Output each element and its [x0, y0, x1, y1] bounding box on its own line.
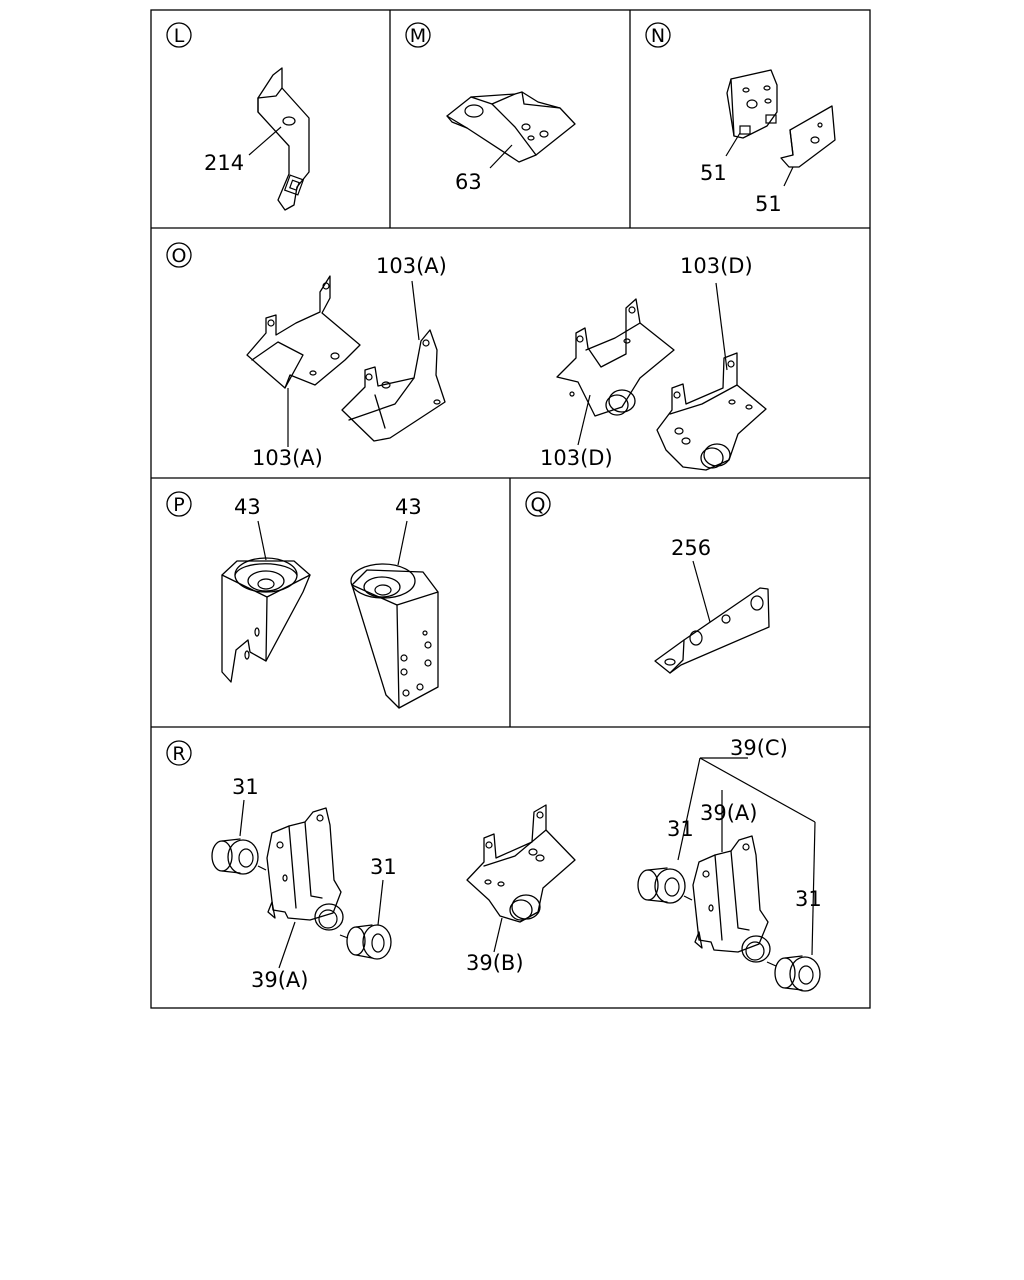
callout-31-a: 31 [232, 775, 259, 799]
leader-31-a [239, 799, 245, 837]
leader-39c [677, 757, 816, 956]
callout-39c: 39(C) [730, 736, 788, 760]
svg-text:L: L [174, 25, 185, 47]
leader-43-left [257, 520, 267, 561]
callout-39b: 39(B) [466, 951, 524, 975]
callout-103d-bottom: 103(D) [540, 446, 613, 470]
bracket-63-drawing [446, 91, 576, 163]
panel-letter-r: R [166, 740, 192, 766]
mount-43-right-drawing [350, 563, 439, 709]
callout-51-a: 51 [700, 161, 727, 185]
bushing-31-d-drawing [766, 955, 821, 992]
panel-n: N 51 51 [645, 22, 836, 216]
callout-63: 63 [455, 170, 482, 194]
callout-103d-top: 103(D) [680, 254, 753, 278]
panel-letter-p: P [166, 491, 192, 517]
bracket-39a-right-drawing [692, 835, 771, 963]
panel-p: P [166, 491, 439, 709]
bracket-39a-left-drawing [266, 807, 344, 931]
plate-256-drawing [654, 587, 770, 674]
panel-m: M 63 [405, 22, 576, 194]
bushing-31-c-drawing [637, 867, 693, 904]
bracket-51-lower-drawing [780, 105, 836, 168]
leader-51-b [783, 166, 794, 187]
panel-r: R 31 31 [166, 736, 822, 992]
callout-51-b: 51 [755, 192, 782, 216]
panel-letter-m: M [405, 22, 431, 48]
bracket-51-upper-drawing [726, 69, 778, 139]
callout-103a-bottom: 103(A) [252, 446, 323, 470]
panel-o: O 103(A) 103(A) [166, 242, 767, 471]
panel-grid [150, 9, 871, 1009]
svg-text:O: O [172, 245, 187, 267]
callout-43-left: 43 [234, 495, 261, 519]
mount-43-left-drawing [221, 557, 311, 683]
callout-214: 214 [204, 151, 244, 175]
leader-39b [493, 917, 503, 953]
leader-39a-left [278, 921, 296, 969]
svg-text:Q: Q [531, 494, 546, 516]
bracket-103d-left-drawing [556, 298, 675, 417]
bracket-214-drawing [257, 67, 310, 211]
svg-text:P: P [173, 494, 184, 516]
bushing-31-a-drawing [211, 838, 267, 875]
leader-214 [248, 126, 282, 156]
leader-103a-top [411, 280, 420, 341]
leader-63 [489, 144, 513, 169]
callout-103a-top: 103(A) [376, 254, 447, 278]
callout-31-d: 31 [795, 887, 822, 911]
bracket-39b-drawing [466, 804, 576, 923]
leader-103d-bottom [577, 394, 591, 446]
svg-text:N: N [651, 25, 665, 47]
panel-letter-o: O [166, 242, 192, 268]
callout-31-c: 31 [667, 817, 694, 841]
panel-letter-n: N [645, 22, 671, 48]
panel-letter-l: L [166, 22, 192, 48]
leader-31-b [377, 879, 384, 926]
panel-letter-q: Q [525, 491, 551, 517]
callout-256: 256 [671, 536, 711, 560]
svg-text:M: M [410, 25, 426, 47]
leader-103d-top [715, 282, 728, 371]
callout-39a-left: 39(A) [251, 968, 308, 992]
callout-39a-right: 39(A) [700, 801, 757, 825]
leader-256 [692, 560, 711, 623]
panel-q: Q 256 [525, 491, 770, 674]
bracket-103a-right-drawing [341, 329, 446, 442]
bracket-103d-right-drawing [656, 352, 767, 471]
leader-51-a [725, 132, 741, 157]
svg-text:R: R [172, 743, 185, 765]
leader-43-right [397, 520, 408, 566]
callout-31-b: 31 [370, 855, 397, 879]
bracket-103a-left-drawing [246, 275, 361, 389]
bushing-31-b-drawing [339, 924, 392, 960]
panel-l: L 214 [166, 22, 310, 211]
callout-43-right: 43 [395, 495, 422, 519]
